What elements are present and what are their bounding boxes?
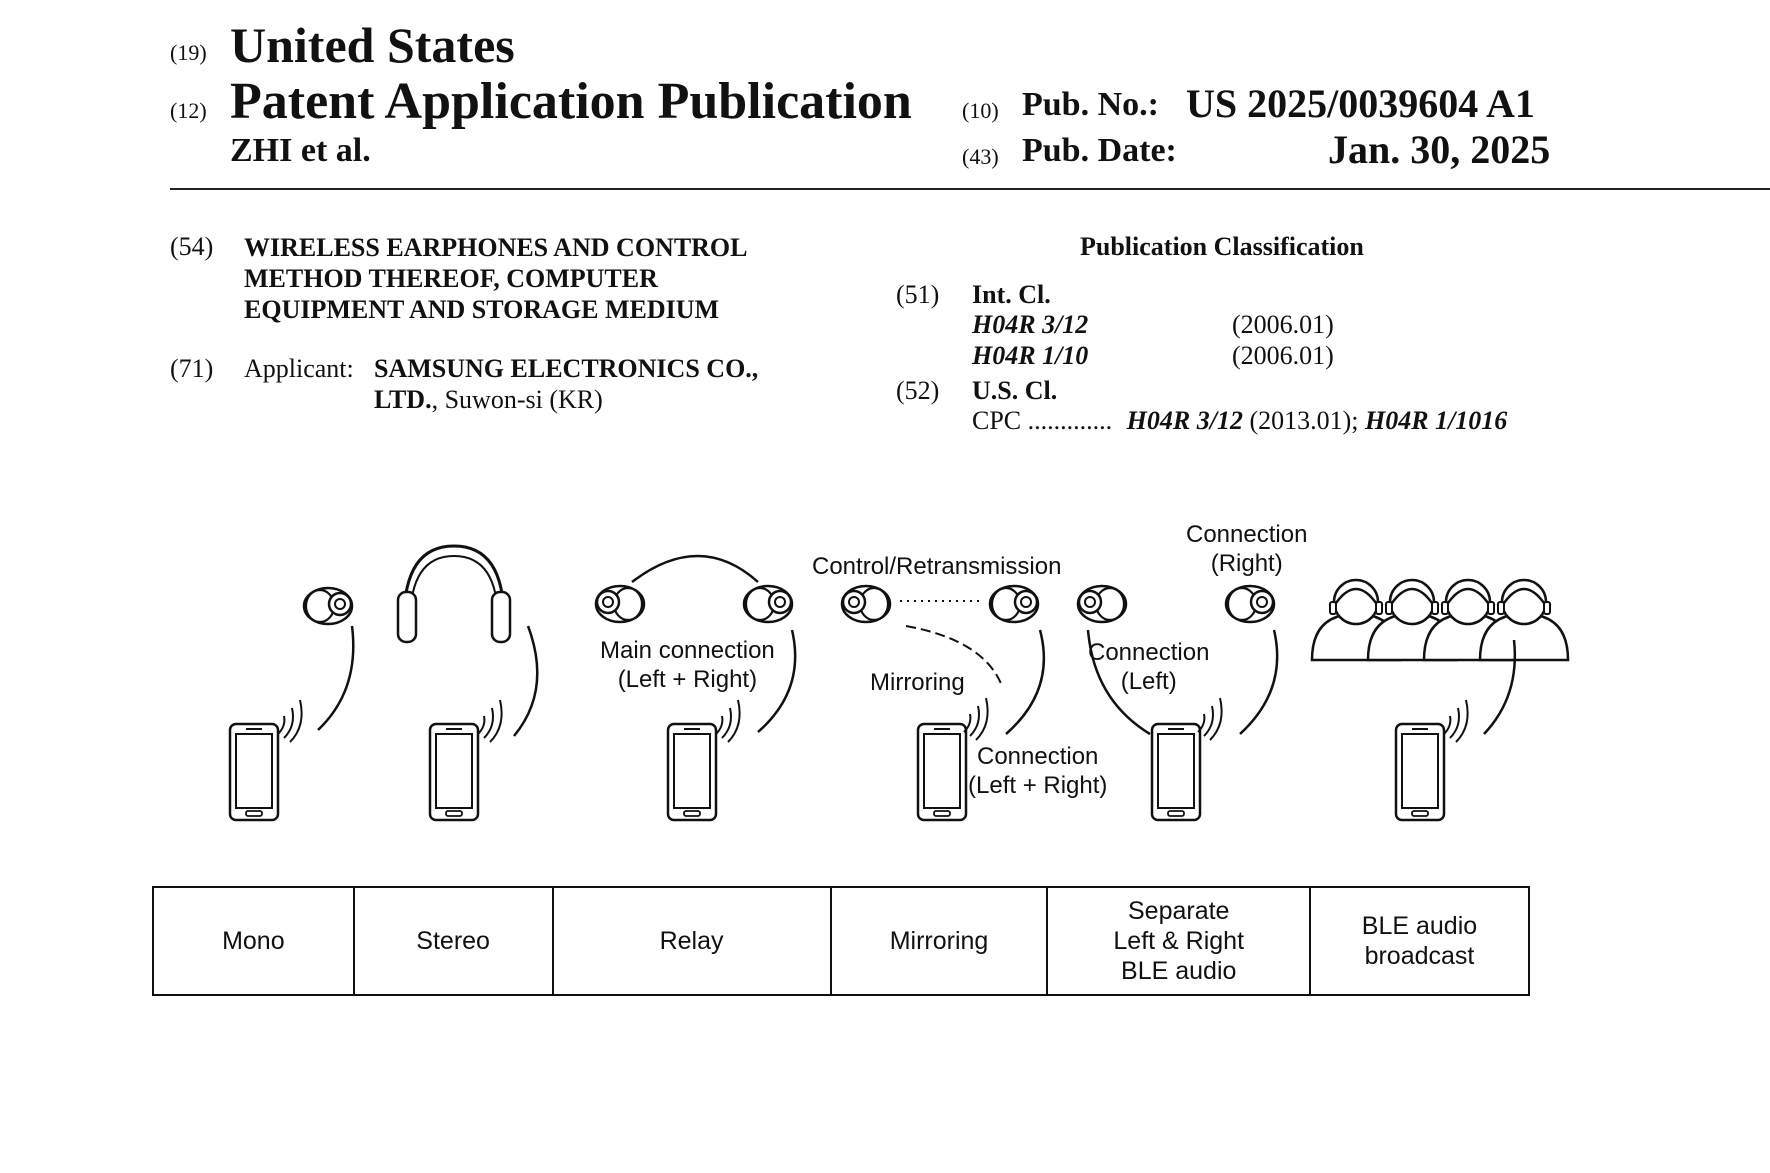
applicant-ltd: LTD.	[374, 385, 432, 414]
pub-date: Jan. 30, 2025	[1328, 127, 1551, 172]
separate-right-arc	[1239, 629, 1279, 735]
cpc-dots: .............	[1027, 406, 1113, 435]
applicant-name-line1: SAMSUNG ELECTRONICS CO.,	[374, 354, 759, 383]
int-cl-code-1: H04R 3/12	[972, 310, 1089, 339]
separate-phone-icon	[1150, 722, 1202, 822]
cpc-code-1: H04R 3/12	[1126, 406, 1243, 435]
separate-left-earbud-icon	[1076, 584, 1128, 624]
pub-no: US 2025/0039604 A1	[1186, 81, 1535, 126]
label-connection-right: Connection (Right)	[1186, 521, 1308, 577]
inventors: ZHI et al.	[230, 132, 371, 169]
label-connection-left: Connection (Left)	[1088, 639, 1210, 695]
pub-date-label: Pub. Date:	[1022, 132, 1177, 169]
broadcast-phone-icon	[1394, 722, 1446, 822]
relay-left-earbud-icon	[594, 584, 646, 624]
mode-cell-mono: Mono	[152, 886, 355, 996]
inid-code-51: (51)	[896, 280, 940, 309]
us-cl-label: U.S. Cl.	[972, 376, 1058, 405]
inid-code-54: (54)	[170, 232, 214, 261]
modes-row: Mono Stereo Relay Mirroring Separate Lef…	[152, 886, 1531, 996]
mode-cell-relay: Relay	[551, 886, 832, 996]
applicant-name-line2: LTD., Suwon-si (KR)	[374, 385, 603, 415]
applicant-location: , Suwon-si (KR)	[431, 385, 603, 414]
header-divider	[170, 188, 1770, 190]
title-line-2: METHOD THEREOF, COMPUTER	[244, 264, 658, 293]
mirroring-left-earbud-icon	[840, 584, 892, 624]
relay-right-earbud-icon	[742, 584, 794, 624]
inid-code-19: (19)	[170, 40, 207, 65]
inid-code-43: (43)	[962, 144, 999, 169]
stereo-phone-icon	[428, 722, 480, 822]
title-line-3: EQUIPMENT AND STORAGE MEDIUM	[244, 295, 720, 324]
inid-code-71: (71)	[170, 354, 214, 383]
title-line-1: WIRELESS EARPHONES AND CONTROL	[244, 233, 748, 262]
cpc-code-2: H04R 1/1016	[1365, 406, 1508, 435]
relay-phone-icon	[666, 722, 718, 822]
int-cl-code-2: H04R 1/10	[972, 341, 1089, 370]
cpc-label: CPC	[972, 406, 1022, 435]
int-cl-label: Int. Cl.	[972, 280, 1051, 309]
relay-signal-icon	[715, 699, 741, 743]
mirroring-signal-icon	[963, 697, 989, 741]
headphones-icon	[396, 544, 512, 644]
mono-phone-icon	[228, 722, 280, 822]
audience-group-icon	[1310, 578, 1570, 662]
mode-cell-broadcast: BLE audio broadcast	[1308, 886, 1531, 996]
stereo-signal-icon	[477, 699, 503, 743]
connection-modes-figure	[228, 544, 1570, 822]
stereo-link-arc	[513, 625, 539, 737]
mode-cell-mirroring: Mirroring	[829, 886, 1049, 996]
document-type-title: Patent Application Publication	[230, 73, 912, 130]
label-main-connection: Main connection (Left + Right)	[600, 637, 775, 693]
mirroring-phone-icon	[916, 722, 968, 822]
broadcast-link-arc	[1483, 639, 1517, 735]
relay-top-arc	[631, 554, 759, 583]
separate-right-earbud-icon	[1224, 584, 1276, 624]
inid-code-52: (52)	[896, 376, 940, 405]
inid-code-12: (12)	[170, 98, 207, 123]
mirroring-dashed-arc	[905, 625, 1003, 687]
separate-signal-icon	[1197, 697, 1223, 741]
mono-link-arc	[317, 625, 355, 731]
label-mirroring: Mirroring	[870, 669, 965, 696]
label-control-retransmission: Control/Retransmission	[812, 553, 1062, 580]
invention-title: WIRELESS EARPHONES AND CONTROL METHOD TH…	[244, 232, 748, 325]
int-cl-version-1: (2006.01)	[1232, 310, 1334, 339]
relay-link-arc	[757, 629, 797, 733]
country-title: United States	[230, 17, 515, 73]
label-connection-left-right: Connection (Left + Right)	[968, 743, 1108, 799]
cpc-line: CPC ............. H04R 3/12 (2013.01); H…	[972, 406, 1507, 436]
broadcast-signal-icon	[1443, 699, 1469, 743]
mirroring-link-arc	[1005, 629, 1046, 735]
modes-table: Mono Stereo Relay Mirroring Separate Lef…	[152, 886, 1531, 996]
applicant-label: Applicant:	[244, 354, 354, 383]
mode-cell-separate: Separate Left & Right BLE audio	[1046, 886, 1311, 996]
mirroring-right-earbud-icon	[988, 584, 1040, 624]
cpc-version-1: (2013.01);	[1242, 406, 1365, 435]
mode-cell-stereo: Stereo	[352, 886, 554, 996]
mono-earbud-icon	[302, 586, 354, 626]
mono-signal-icon	[277, 699, 303, 743]
separate-left-arc	[1086, 629, 1151, 736]
int-cl-version-2: (2006.01)	[1232, 341, 1334, 370]
classification-heading: Publication Classification	[1080, 232, 1364, 261]
pub-no-label: Pub. No.:	[1022, 86, 1159, 123]
inid-code-10: (10)	[962, 98, 999, 123]
